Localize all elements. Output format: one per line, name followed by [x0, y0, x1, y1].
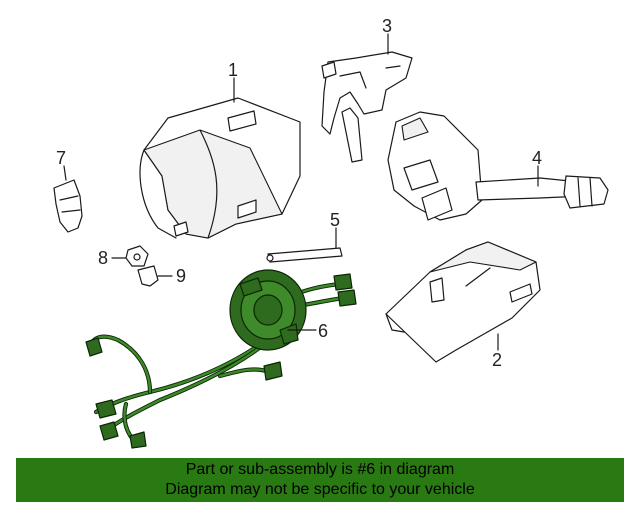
part-5-pin[interactable] — [266, 247, 343, 263]
part-7-lock-cylinder[interactable] — [53, 179, 83, 233]
banner-line-1: Part or sub-assembly is #6 in diagram — [185, 461, 455, 478]
part-1-upper-shroud[interactable] — [139, 97, 301, 239]
callout-5: 5 — [330, 210, 340, 230]
part-3-bracket[interactable] — [321, 51, 413, 163]
callout-7: 7 — [56, 148, 66, 168]
callout-9: 9 — [176, 266, 186, 286]
callout-6: 6 — [318, 321, 328, 341]
callout-1: 1 — [228, 60, 238, 80]
part-9-clip[interactable] — [137, 265, 159, 287]
part-8-nut[interactable] — [125, 245, 149, 267]
callout-3: 3 — [382, 16, 392, 36]
part-6-clockspring[interactable] — [85, 269, 357, 449]
callout-leader-7 — [63, 165, 67, 181]
part-4-combination-switch[interactable] — [387, 111, 609, 221]
callout-2: 2 — [492, 350, 502, 370]
part-2-lower-shroud[interactable] — [385, 241, 541, 363]
callout-8: 8 — [98, 248, 108, 268]
info-banner: Part or sub-assembly is #6 in diagram Di… — [16, 458, 624, 502]
banner-line-2: Diagram may not be specific to your vehi… — [165, 481, 475, 498]
callout-4: 4 — [532, 148, 542, 168]
